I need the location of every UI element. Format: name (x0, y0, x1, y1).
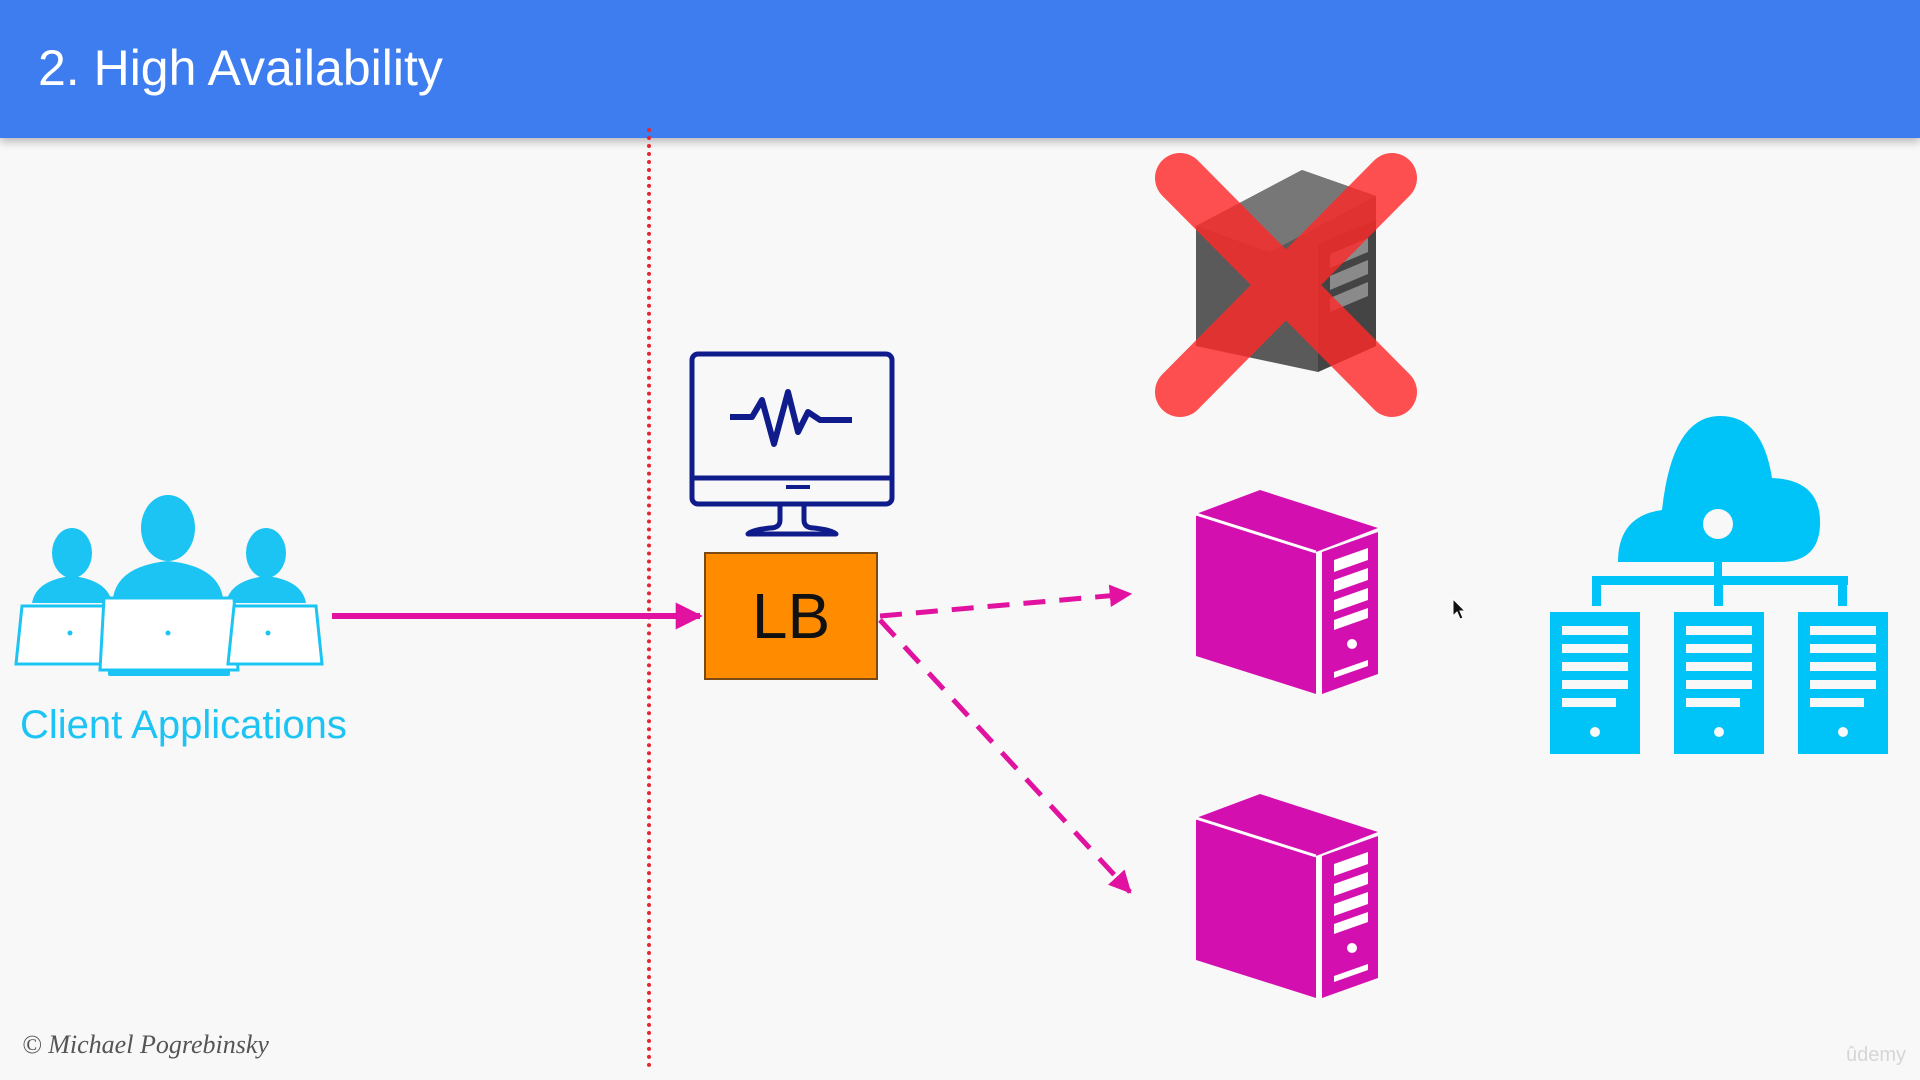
health-monitor-icon (689, 351, 895, 537)
network-boundary-divider (647, 128, 651, 1068)
server-icon (1195, 794, 1378, 998)
watermark-logo: ûdemy (1845, 1044, 1906, 1066)
failed-server-icon (1155, 153, 1417, 417)
client-applications-label: Client Applications (20, 703, 347, 747)
load-balancer-box: LB (704, 552, 878, 680)
lb-to-server-2-arrow (878, 618, 1132, 894)
mouse-cursor-icon (1452, 597, 1467, 620)
lb-to-server-1-arrow (879, 584, 1133, 619)
client-users-laptops-icon (14, 495, 324, 676)
server-icon (1195, 490, 1378, 694)
cloud-server-cluster-icon (1550, 415, 1888, 754)
load-balancer-label: LB (751, 580, 831, 652)
copyright-text: © Michael Pogrebinsky (22, 1030, 269, 1059)
slide-title: 2. High Availability (38, 40, 443, 96)
slide-header: 2. High Availability (0, 0, 1920, 138)
